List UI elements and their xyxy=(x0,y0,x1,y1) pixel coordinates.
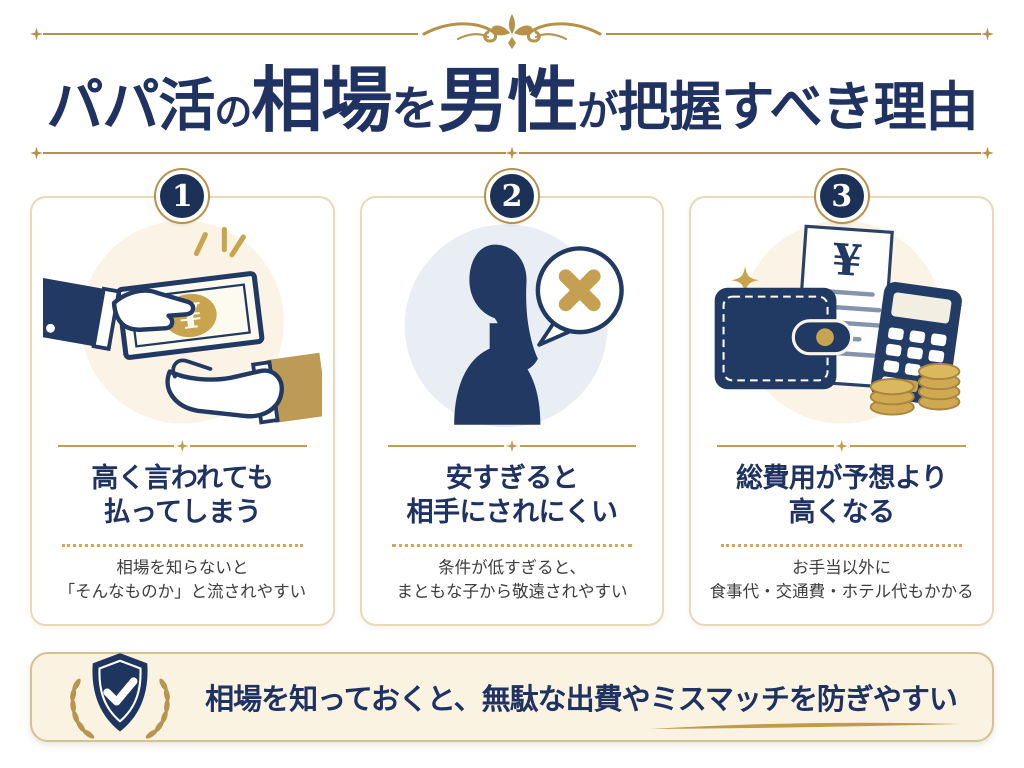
body-line: 食事代・交通費・ホテル代もかかる xyxy=(709,582,974,602)
dotted-divider xyxy=(62,543,303,547)
ornament-line xyxy=(518,152,981,154)
number-badge-1: 1 xyxy=(156,170,209,222)
title-segment: 男性 xyxy=(437,58,578,142)
heading-line: 高く言われても xyxy=(91,463,274,494)
dotted-divider xyxy=(391,543,633,547)
card-illustration xyxy=(362,214,663,430)
gold-underline-swoosh xyxy=(649,722,960,729)
divider-line xyxy=(58,445,175,447)
diamond-star-icon xyxy=(30,146,43,160)
body-line: 相場を知らないと xyxy=(116,557,249,577)
shield-check-icon xyxy=(70,653,170,739)
ornament-line xyxy=(43,152,506,154)
title-segment: が xyxy=(577,87,618,135)
reason-cards: 1 ¥ xyxy=(30,170,995,626)
body-line: まともな子から敬遠されやすい xyxy=(396,582,628,602)
divider-line xyxy=(387,445,505,447)
wallet-receipt-calculator-icon: ¥ xyxy=(714,220,964,424)
summary-banner: 相場を知っておくと、無駄な出費やミスマッチを防ぎやすい xyxy=(30,652,994,742)
divider-line xyxy=(849,445,967,447)
badge-number: 2 xyxy=(501,178,523,214)
body-line: お手当以外に xyxy=(792,557,892,577)
card-divider xyxy=(58,440,307,452)
card-heading: 安すぎると 相手にされにくい xyxy=(362,462,663,531)
heading-line: 高くなる xyxy=(788,497,896,529)
diamond-star-icon xyxy=(835,440,848,452)
badge-number: 1 xyxy=(171,178,193,214)
body-line: 「そんなものか」と流されやすい xyxy=(58,582,307,602)
reason-card-1: 1 ¥ xyxy=(30,170,335,626)
number-badge-2: 2 xyxy=(486,170,538,222)
heading-line: 総費用が予想より xyxy=(735,463,948,494)
title-segment: 把握すべき理由 xyxy=(617,76,978,138)
summary-text-emphasis: ミスマッチを防ぎやすい xyxy=(649,676,960,729)
laurel-wreath-icon xyxy=(70,678,170,739)
card-illustration: ¥ xyxy=(32,214,333,430)
card-description: お手当以外に 食事代・交通費・ホテル代もかかる xyxy=(697,556,986,606)
diamond-star-icon xyxy=(505,146,519,160)
money-handover-icon: ¥ xyxy=(42,220,322,425)
summary-text: 相場を知っておくと、無駄な出費やミスマッチを防ぎやすい xyxy=(184,676,992,729)
divider-line xyxy=(520,445,637,447)
diamond-star-icon xyxy=(30,27,43,41)
reason-card-3: 3 ¥ xyxy=(689,170,995,626)
title-segment: を xyxy=(391,82,438,137)
diamond-star-icon xyxy=(176,440,189,452)
header-ornament xyxy=(30,14,994,54)
dotted-divider xyxy=(721,543,963,547)
card-description: 条件が低すぎると、 まともな子から敬遠されやすい xyxy=(368,556,657,606)
title-underline-ornament xyxy=(30,146,994,160)
ornament-line xyxy=(606,33,981,35)
number-badge-3: 3 xyxy=(815,170,868,222)
card-divider xyxy=(387,440,637,452)
yen-symbol: ¥ xyxy=(830,235,863,287)
card-description: 相場を知らないと 「そんなものか」と流されやすい xyxy=(38,556,327,606)
diamond-star-icon xyxy=(506,440,519,452)
badge-number: 3 xyxy=(831,178,853,214)
reason-card-2: 2 xyxy=(359,170,665,626)
card-heading: 総費用が予想より 高くなる xyxy=(691,462,992,531)
heading-line: 相手にされにくい xyxy=(406,497,618,529)
body-line: 条件が低すぎると、 xyxy=(438,557,586,577)
card-illustration: ¥ xyxy=(691,214,992,430)
divider-line xyxy=(717,445,834,447)
divider-line xyxy=(190,445,307,447)
title-segment: 相場 xyxy=(251,58,392,142)
diamond-star-icon xyxy=(981,27,994,41)
fleur-ornament-icon xyxy=(422,14,602,49)
card-heading: 高く言われても 払ってしまう xyxy=(32,462,333,531)
summary-emphasis-label: ミスマッチを防ぎやすい xyxy=(649,682,958,716)
rejected-woman-icon xyxy=(404,224,624,428)
heading-line: 安すぎると xyxy=(445,463,579,494)
ornament-line xyxy=(43,33,418,35)
title-segment: の xyxy=(214,89,252,134)
summary-text-lead: 相場を知っておくと、無駄な出費や xyxy=(205,682,651,716)
diamond-star-icon xyxy=(981,146,994,160)
card-divider xyxy=(717,440,967,452)
title-segment: パパ活 xyxy=(46,72,215,139)
page-title: パパ活 の 相場 を 男性 が 把握すべき理由 xyxy=(0,44,1024,146)
heading-line: 払ってしまう xyxy=(103,497,262,529)
